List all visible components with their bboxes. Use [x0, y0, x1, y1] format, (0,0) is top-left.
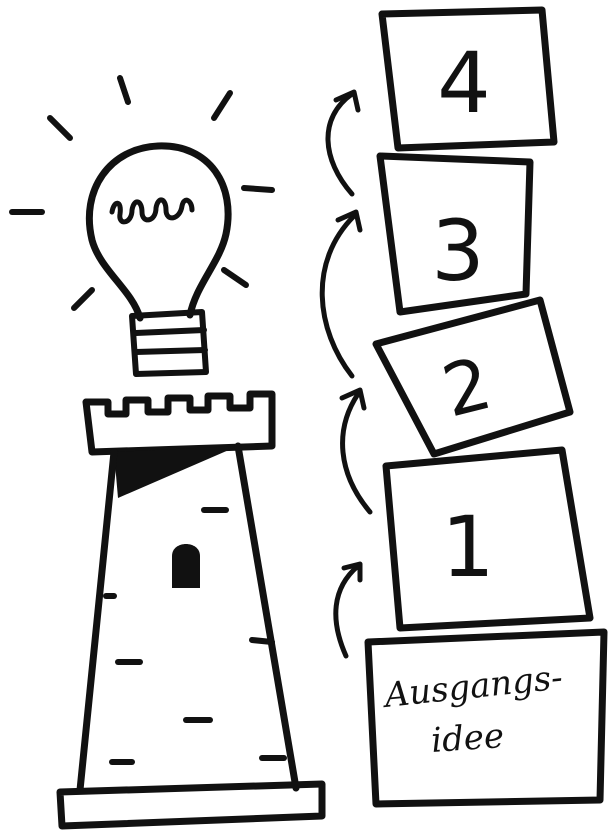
tower-body [80, 446, 296, 790]
base-label-line2: idee [430, 716, 506, 761]
base-label-line1: Ausgangs- [380, 658, 565, 717]
step-number-3: 3 [431, 202, 484, 300]
tower-shadow [114, 446, 238, 498]
progress-arrows [322, 92, 370, 656]
step-base-box: Ausgangs- idee [368, 632, 604, 804]
bulb-filament [112, 200, 192, 222]
step-number-4: 4 [437, 34, 490, 132]
curved-arrow-icon [322, 212, 360, 376]
tower-battlement [86, 394, 272, 452]
bulb-glass [89, 146, 228, 318]
tower-window [172, 544, 200, 588]
step-box-2: 2 [376, 300, 570, 454]
step-box-4: 4 [382, 10, 554, 148]
bulb-base [132, 312, 206, 374]
step-number-2: 2 [434, 341, 499, 434]
light-rays [12, 78, 272, 308]
tower-icon [60, 394, 322, 826]
curved-arrow-icon [336, 564, 360, 656]
step-number-1: 1 [441, 498, 494, 596]
step-box-1: 1 [386, 450, 590, 628]
step-box-3: 3 [380, 156, 530, 312]
lightbulb-icon [12, 78, 272, 374]
step-stack: Ausgangs- idee 1 2 3 4 [368, 10, 604, 804]
curved-arrow-icon [342, 390, 370, 512]
curved-arrow-icon [328, 92, 358, 194]
tower-ground [60, 784, 322, 826]
